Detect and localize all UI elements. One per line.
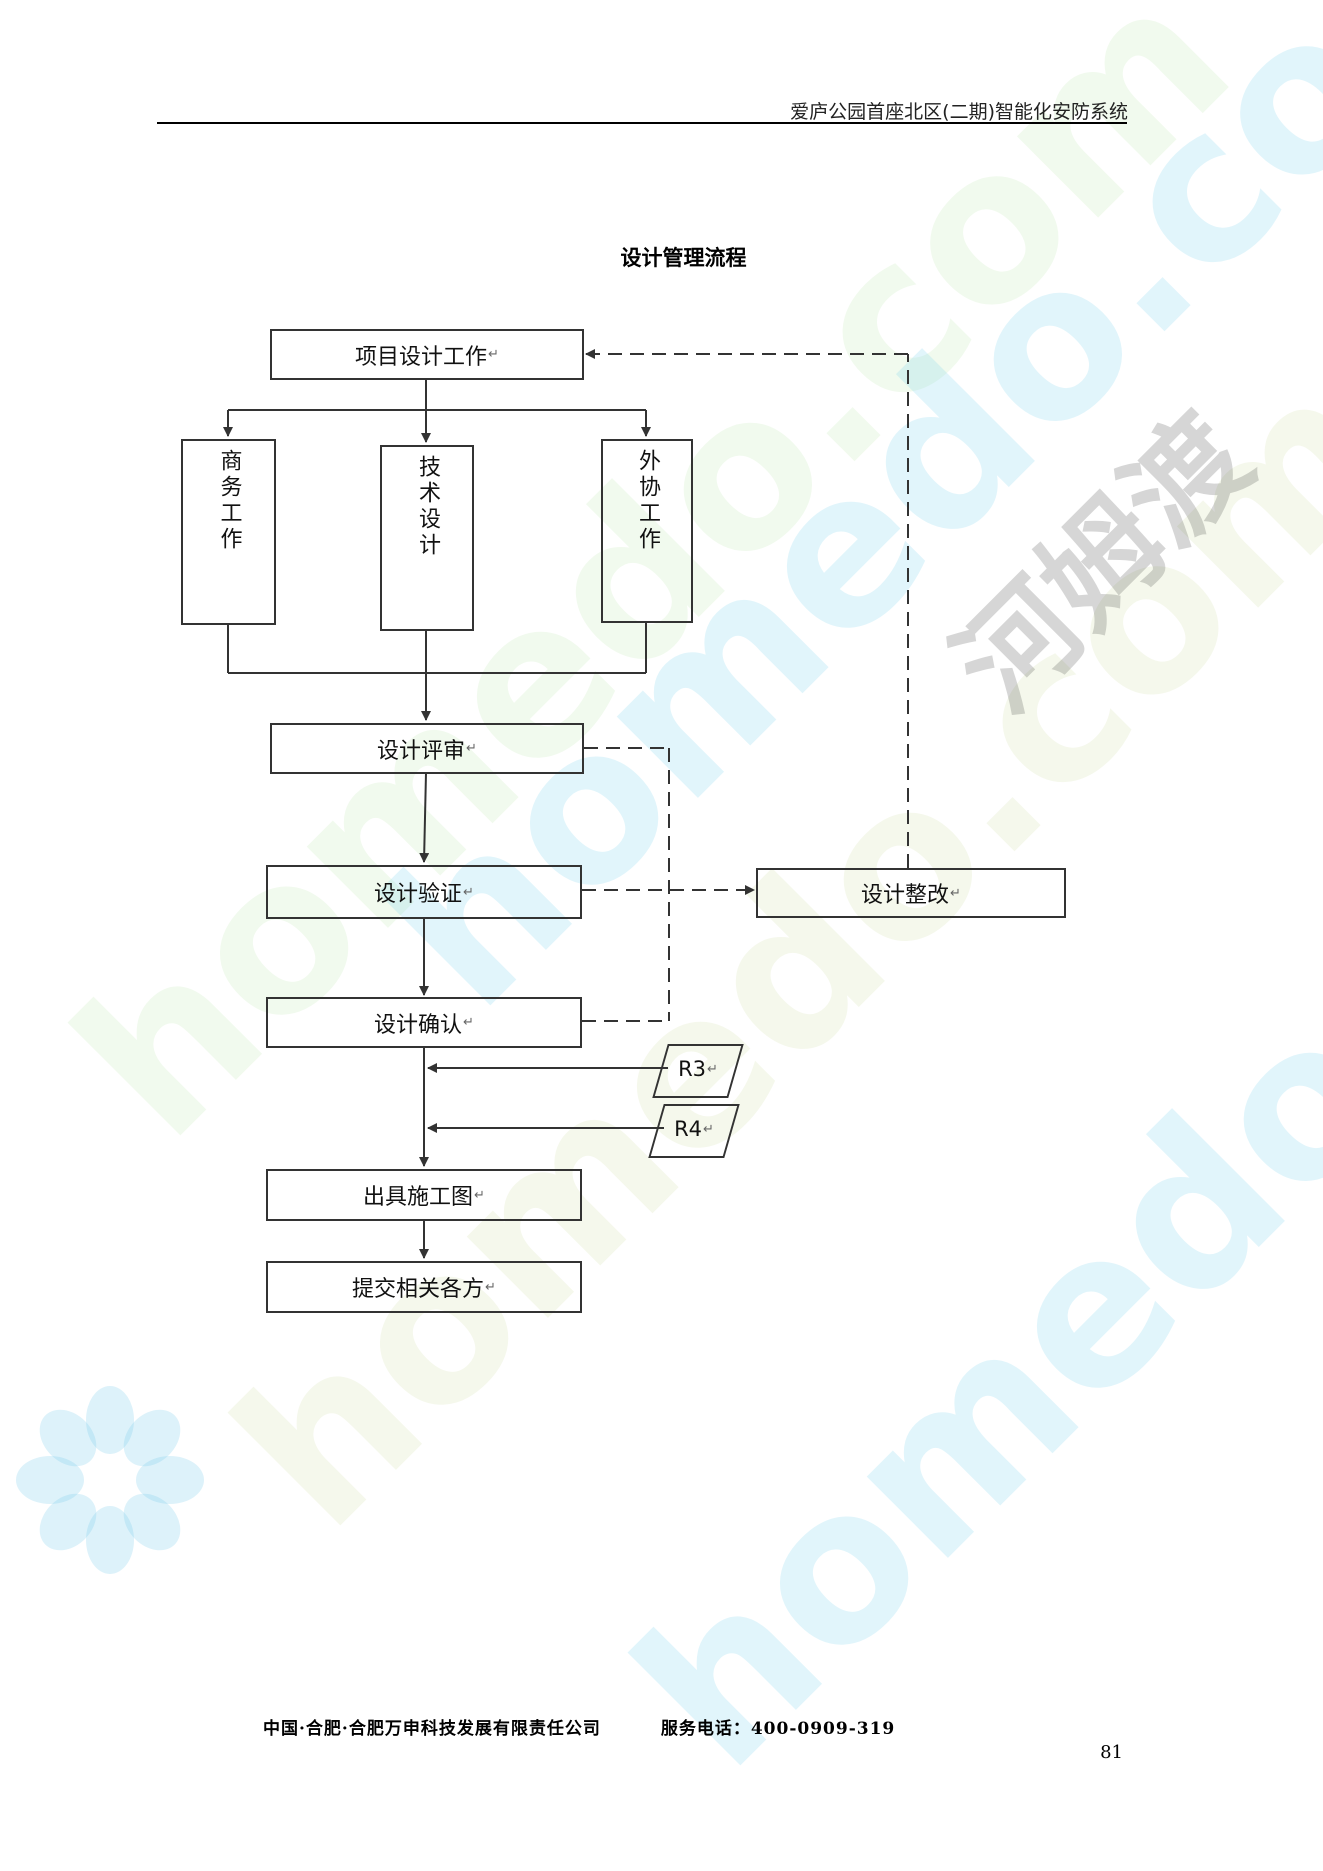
box-outsource: 外协工作: [601, 439, 693, 623]
page-footer: 中国·合肥·合肥万申科技发展有限责任公司 服务电话：400-0909-319: [263, 1714, 895, 1739]
box-rectify: 设计整改↵: [756, 868, 1066, 918]
box-review: 设计评审↵: [270, 723, 584, 774]
box-business: 商务工作: [181, 439, 276, 625]
box-review-label: 设计评审: [377, 738, 466, 764]
box-project-design: 项目设计工作↵: [270, 329, 584, 380]
box-submit: 提交相关各方↵: [266, 1261, 582, 1313]
box-verify: 设计验证↵: [266, 865, 582, 919]
watermark-flower-icon: [16, 1386, 204, 1574]
header-rule: [157, 122, 1127, 124]
footer-service: 服务电话：400-0909-319: [660, 1719, 896, 1739]
page-title: 设计管理流程: [620, 245, 747, 270]
running-header: 爱庐公园首座北区(二期)智能化安防系统: [790, 101, 1128, 123]
input-r3-label: R3: [678, 1057, 707, 1081]
box-drawings-label: 出具施工图: [363, 1185, 474, 1210]
input-r3: R3↵: [678, 1057, 718, 1081]
box-technical: 技术设计: [380, 445, 474, 631]
box-confirm: 设计确认↵: [266, 997, 582, 1048]
box-outsource-label: 外协工作: [635, 449, 660, 553]
box-business-label: 商务工作: [216, 449, 242, 553]
input-r4-label: R4: [674, 1117, 703, 1141]
box-submit-label: 提交相关各方: [352, 1277, 485, 1302]
footer-company: 中国·合肥·合肥万申科技发展有限责任公司: [263, 1719, 601, 1739]
input-r4: R4↵: [674, 1117, 714, 1141]
box-technical-label: 技术设计: [415, 455, 440, 559]
box-verify-label: 设计验证: [374, 882, 463, 907]
box-project-design-label: 项目设计工作: [355, 344, 488, 370]
box-rectify-label: 设计整改: [861, 883, 950, 908]
box-confirm-label: 设计确认: [374, 1012, 463, 1038]
page-number: 81: [1100, 1742, 1123, 1763]
box-drawings: 出具施工图↵: [266, 1169, 582, 1221]
